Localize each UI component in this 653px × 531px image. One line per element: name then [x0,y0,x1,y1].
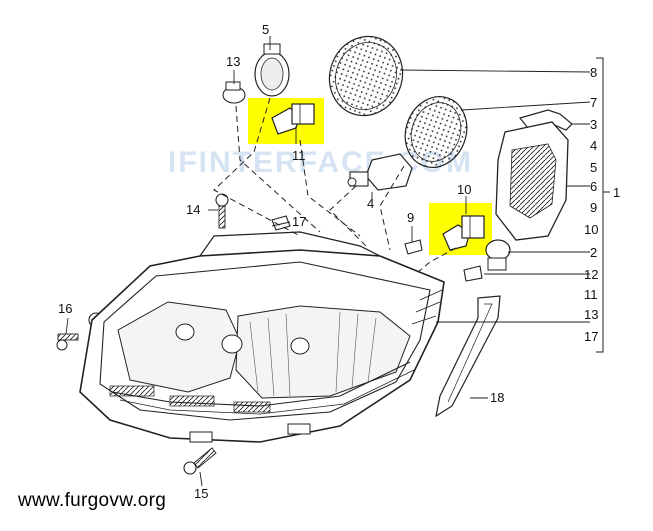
callout-10-bulb: 10 [457,182,471,197]
callout-15-screw: 15 [194,486,208,501]
rear-housing-cover [495,121,569,241]
callout-14-screw: 14 [186,202,200,217]
clip-9 [404,239,423,255]
callout-13-top: 13 [226,54,240,69]
callout-2: 2 [590,245,597,260]
callout-8: 8 [590,65,597,80]
small-bulb [222,81,246,104]
headlight-housing [79,231,445,443]
callout-3: 3 [590,117,597,132]
callout-10-right: 10 [584,222,598,237]
callout-17-clip: 17 [292,214,306,229]
callout-17-right: 17 [584,329,598,344]
trim-strip-detail [447,303,493,403]
callout-6: 6 [590,179,597,194]
callout-7: 7 [590,95,597,110]
callout-11-right: 11 [584,287,598,302]
screw-14 [215,193,229,229]
bulb-cover-top [254,43,290,97]
callout-18-trim: 18 [490,390,504,405]
callout-4-holder: 4 [367,196,374,211]
callout-12: 12 [584,267,598,282]
callout-9-right: 9 [590,200,597,215]
callout-4-right: 4 [590,138,597,153]
callout-5-right: 5 [590,160,597,175]
callout-9-clip: 9 [407,210,414,225]
bulb-socket [485,239,511,271]
callout-11-left: 11 [292,148,306,163]
bulb-left [271,103,315,135]
bulb-holder-connector [347,153,413,191]
callout-16-screw: 16 [58,301,72,316]
leader-lines [65,36,591,487]
group-bracket [596,57,604,353]
assembly-lines [213,97,457,273]
clip-17-top [271,215,291,231]
footer-site-url: www.furgovw.org [18,490,167,511]
screw-15 [183,447,217,475]
clip-12 [463,265,483,282]
bulb-right [442,215,485,251]
callout-5-top: 5 [262,22,269,37]
dust-cap-small [404,96,468,168]
trim-strip [435,295,501,418]
callout-13-right: 13 [584,307,598,322]
dust-cap-large [328,35,404,117]
callout-1-group: 1 [613,185,620,200]
